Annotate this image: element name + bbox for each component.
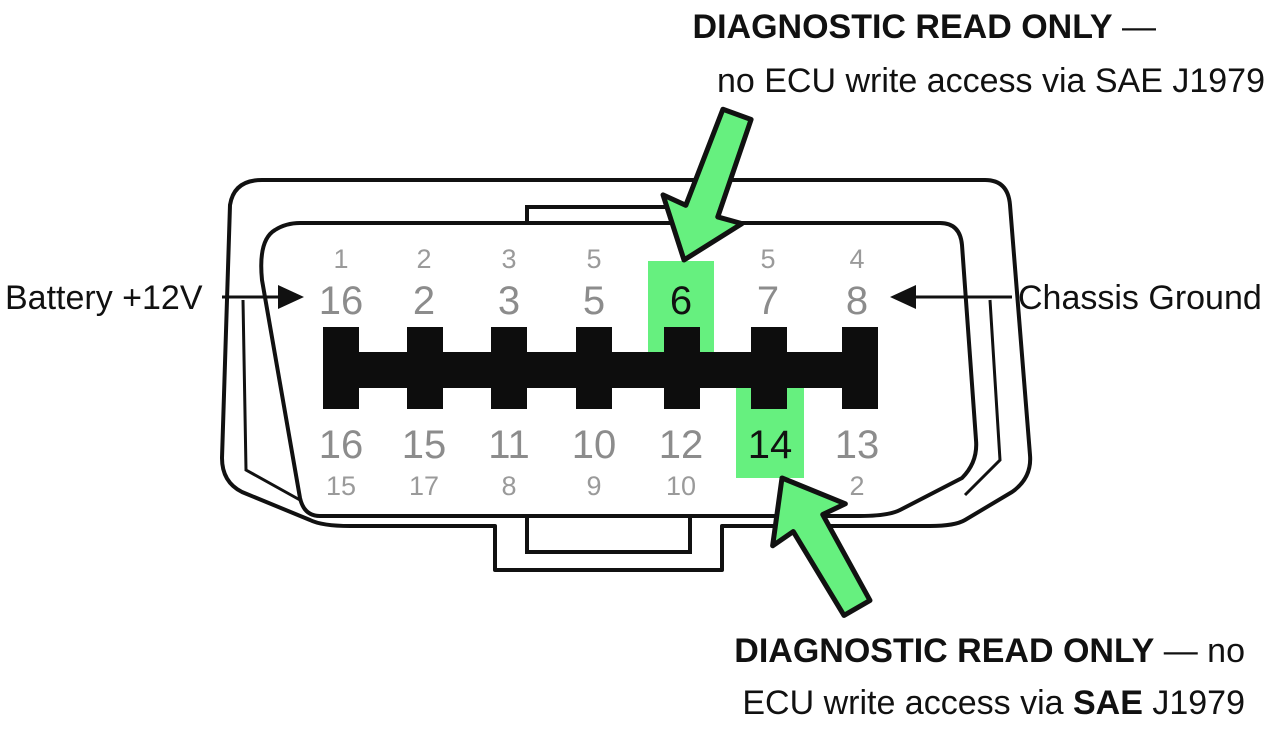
pin-bottom-sub-4: 9 (586, 471, 601, 501)
pin-bottom-main-2: 15 (402, 423, 447, 467)
pin-bottom-sub-2: 17 (409, 471, 439, 501)
pin-block (323, 327, 359, 409)
pin-top-main-2: 2 (413, 279, 435, 323)
bottom-callout-dash: — no (1154, 632, 1245, 670)
pin-block (407, 327, 443, 409)
pin-top-main-3: 3 (498, 279, 520, 323)
bottom-callout-line2: ECU write access via SAE J1979 (742, 684, 1245, 722)
bottom-callout-arrow (770, 475, 873, 618)
shell-right-accent (963, 299, 1002, 497)
pin-block (751, 327, 787, 409)
pin-bottom-main-3: 11 (488, 423, 530, 467)
bottom-callout-sae: SAE (1073, 684, 1143, 722)
pin-bottom-main-4: 10 (572, 423, 617, 467)
pin-block (491, 327, 527, 409)
ground-label: Chassis Ground (1018, 279, 1262, 317)
top-callout-line2: no ECU write access via SAE J1979 (717, 62, 1265, 100)
bottom-callout-post: J1979 (1143, 684, 1245, 722)
pin-top-sub-6: 5 (760, 244, 775, 274)
bottom-row-labels: 16 15 15 17 11 8 10 9 12 10 14 13 2 (319, 423, 880, 501)
pin-bottom-sub-5: 10 (666, 471, 696, 501)
pin-top-main-6: 7 (757, 279, 779, 323)
top-callout-dash: — (1113, 8, 1156, 46)
connector-outer-shell (220, 178, 1033, 572)
pin-top-sub-1: 1 (333, 244, 348, 274)
pin-bar (323, 327, 878, 409)
pin-bottom-sub-3: 8 (501, 471, 516, 501)
ground-arrow-head (890, 285, 916, 309)
top-callout-arrow (660, 106, 754, 263)
pin-bottom-main-1: 16 (319, 423, 364, 467)
pin-bottom-main-6: 14 (748, 423, 793, 467)
top-callout-arrow-shape (660, 106, 754, 263)
pin-top-sub-3: 3 (501, 244, 516, 274)
bottom-callout-arrow-shape (770, 475, 873, 618)
pin-top-main-1: 16 (319, 279, 364, 323)
pin-bottom-sub-7: 2 (849, 471, 864, 501)
pin-top-sub-7: 4 (849, 244, 864, 274)
pin-block (576, 327, 612, 409)
pin-block (664, 327, 700, 409)
pin-top-main-5: 6 (670, 279, 692, 323)
top-row-labels: 1 16 2 2 3 3 5 5 6 5 7 4 8 (319, 244, 868, 323)
connector-inner-opening (259, 221, 979, 518)
pin-bottom-sub-1: 15 (326, 471, 356, 501)
pin-top-sub-4: 5 (586, 244, 601, 274)
bottom-callout-pre: ECU write access via (742, 684, 1073, 722)
bottom-callout-line1: DIAGNOSTIC READ ONLY — no (734, 632, 1245, 670)
connector-bottom-key (525, 516, 692, 554)
pin-bottom-main-5: 12 (659, 423, 704, 467)
bottom-callout-bold: DIAGNOSTIC READ ONLY (734, 632, 1154, 670)
battery-label: Battery +12V (5, 279, 203, 317)
pin-top-main-4: 5 (583, 279, 605, 323)
pin-top-sub-2: 2 (416, 244, 431, 274)
pin-top-main-7: 8 (846, 279, 868, 323)
battery-arrow-head (278, 285, 304, 309)
top-callout-line1: DIAGNOSTIC READ ONLY — (693, 8, 1156, 46)
top-callout-bold: DIAGNOSTIC READ ONLY (693, 8, 1113, 46)
pin-block (842, 327, 878, 409)
pin-bottom-main-7: 13 (835, 423, 880, 467)
shell-left-accent (241, 299, 301, 502)
